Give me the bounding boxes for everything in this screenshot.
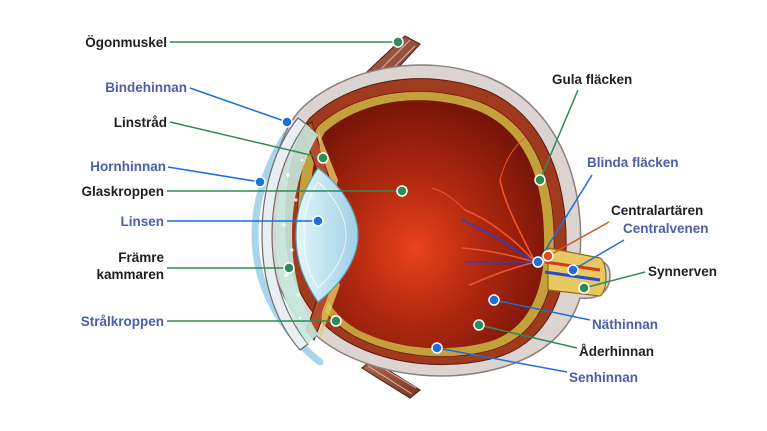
label-blinda-flacken: Blinda fläcken: [587, 155, 679, 170]
leader-dot-ogonmuskel: [392, 36, 404, 48]
label-aderhinnan: Åderhinnan: [579, 344, 654, 359]
label-senhinnan: Senhinnan: [569, 370, 638, 385]
leader-dot-framre-kammaren: [283, 262, 295, 274]
lens: [295, 167, 359, 303]
leader-lines: [167, 36, 646, 373]
leader-dot-linsen: [312, 215, 324, 227]
leader-dot-aderhinnan: [473, 319, 485, 331]
label-glaskroppen: Glaskroppen: [81, 184, 164, 199]
leader-dot-bindehinnan: [281, 116, 293, 128]
leader-dot-glaskroppen: [396, 185, 408, 197]
leader-line-centralvenen: [572, 239, 625, 271]
leader-dot-linstrad: [317, 152, 329, 164]
label-framre-line1: Främre: [118, 250, 164, 265]
leader-dot-stralkroppen: [330, 315, 342, 327]
leader-line-nathinnan: [493, 299, 591, 321]
leader-line-hornhinnan: [167, 166, 261, 183]
leader-line-bindehinnan: [189, 87, 288, 123]
leader-dot-centralartaren: [542, 250, 554, 262]
anterior-chamber: [276, 124, 318, 344]
label-nathinnan: Näthinnan: [592, 317, 658, 332]
anterior-chamber-dots: [282, 158, 304, 320]
leader-dot-senhinnan: [431, 342, 443, 354]
vitreous-body: [309, 100, 545, 349]
leader-line-synnerven: [583, 271, 646, 289]
label-linstrad: Linstråd: [114, 115, 167, 130]
label-hornhinnan: Hornhinnan: [90, 159, 166, 174]
leader-dot-synnerven: [578, 282, 590, 294]
label-stralkroppen: Strålkroppen: [81, 314, 164, 329]
label-centralvenen: Centralvenen: [623, 221, 709, 236]
labels-group: ÖgonmuskelBindehinnanLinstrådHornhinnanG…: [81, 35, 717, 385]
label-linsen: Linsen: [120, 214, 164, 229]
label-synnerven: Synnerven: [648, 264, 717, 279]
leader-line-aderhinnan: [478, 324, 578, 349]
label-framre-line2: kammaren: [96, 267, 164, 282]
label-gula-flacken: Gula fläcken: [552, 72, 632, 87]
leader-dot-nathinnan: [488, 294, 500, 306]
leader-line-gula_flacken: [539, 89, 579, 181]
leader-line-blinda_flacken: [537, 174, 593, 263]
cornea: [261, 117, 309, 351]
leader-line-linstrad: [169, 121, 324, 159]
label-bindehinnan: Bindehinnan: [105, 80, 187, 95]
leader-dot-centralvenen: [567, 264, 579, 276]
leader-line-senhinnan: [436, 347, 568, 373]
leader-dot-hornhinnan: [254, 176, 266, 188]
leader-dot-gula_flacken: [534, 174, 546, 186]
leader-dot-blinda_flacken: [532, 256, 544, 268]
retinal-blood-vessels: [431, 137, 536, 286]
label-centralartaren: Centralartären: [611, 203, 703, 218]
label-ogonmuskel: Ögonmuskel: [85, 35, 167, 50]
leader-line-centralartaren: [547, 221, 610, 257]
